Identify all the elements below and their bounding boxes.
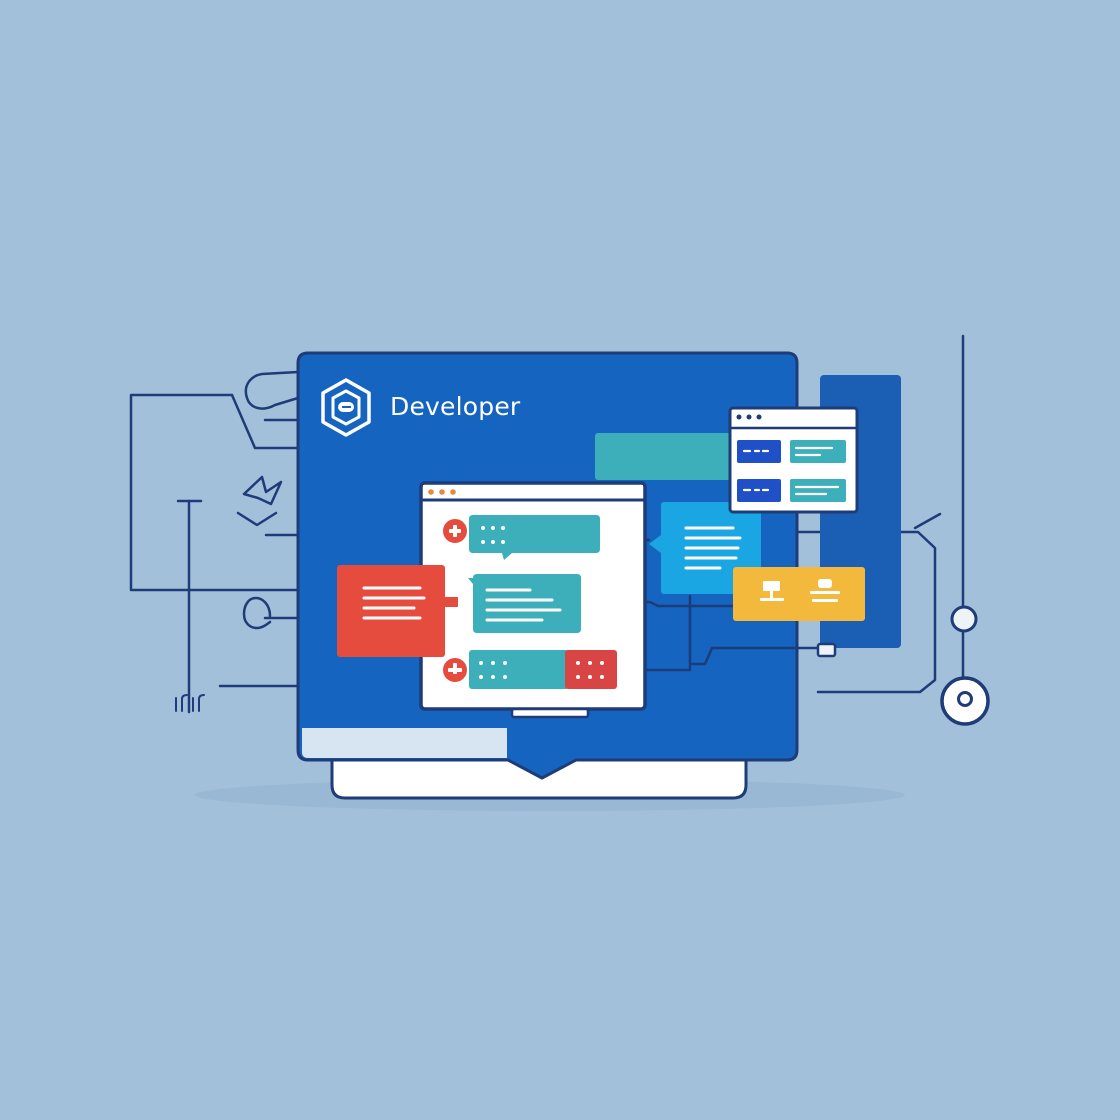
yellow-card	[733, 567, 865, 621]
teal-banner	[595, 433, 745, 480]
status-strip	[302, 728, 507, 758]
mini-window	[728, 406, 859, 514]
node-circle-icon	[950, 605, 978, 633]
refresh-icon	[236, 475, 283, 527]
alert-card	[337, 565, 445, 657]
info-card-lines	[684, 526, 742, 570]
small-glyph-icon	[175, 694, 205, 712]
minus-circle-icon	[443, 519, 467, 543]
hexagon-logo-icon	[321, 378, 371, 437]
search-icon	[242, 596, 272, 630]
brand-label: Developer	[390, 392, 521, 421]
chat-bubble-3-alert	[565, 650, 617, 689]
yellow-card-glyphs	[760, 579, 840, 602]
hand-icon	[244, 370, 300, 422]
chat-bubble-2	[468, 574, 581, 633]
target-icon	[940, 676, 990, 726]
alert-card-lines	[362, 586, 426, 620]
window-dots-icon	[428, 489, 456, 495]
window-dots-icon	[736, 414, 762, 420]
pin-icon	[816, 642, 837, 658]
chat-bubble-1	[469, 515, 600, 560]
plus-circle-icon	[443, 658, 467, 682]
chat-bubble-3	[469, 650, 569, 689]
